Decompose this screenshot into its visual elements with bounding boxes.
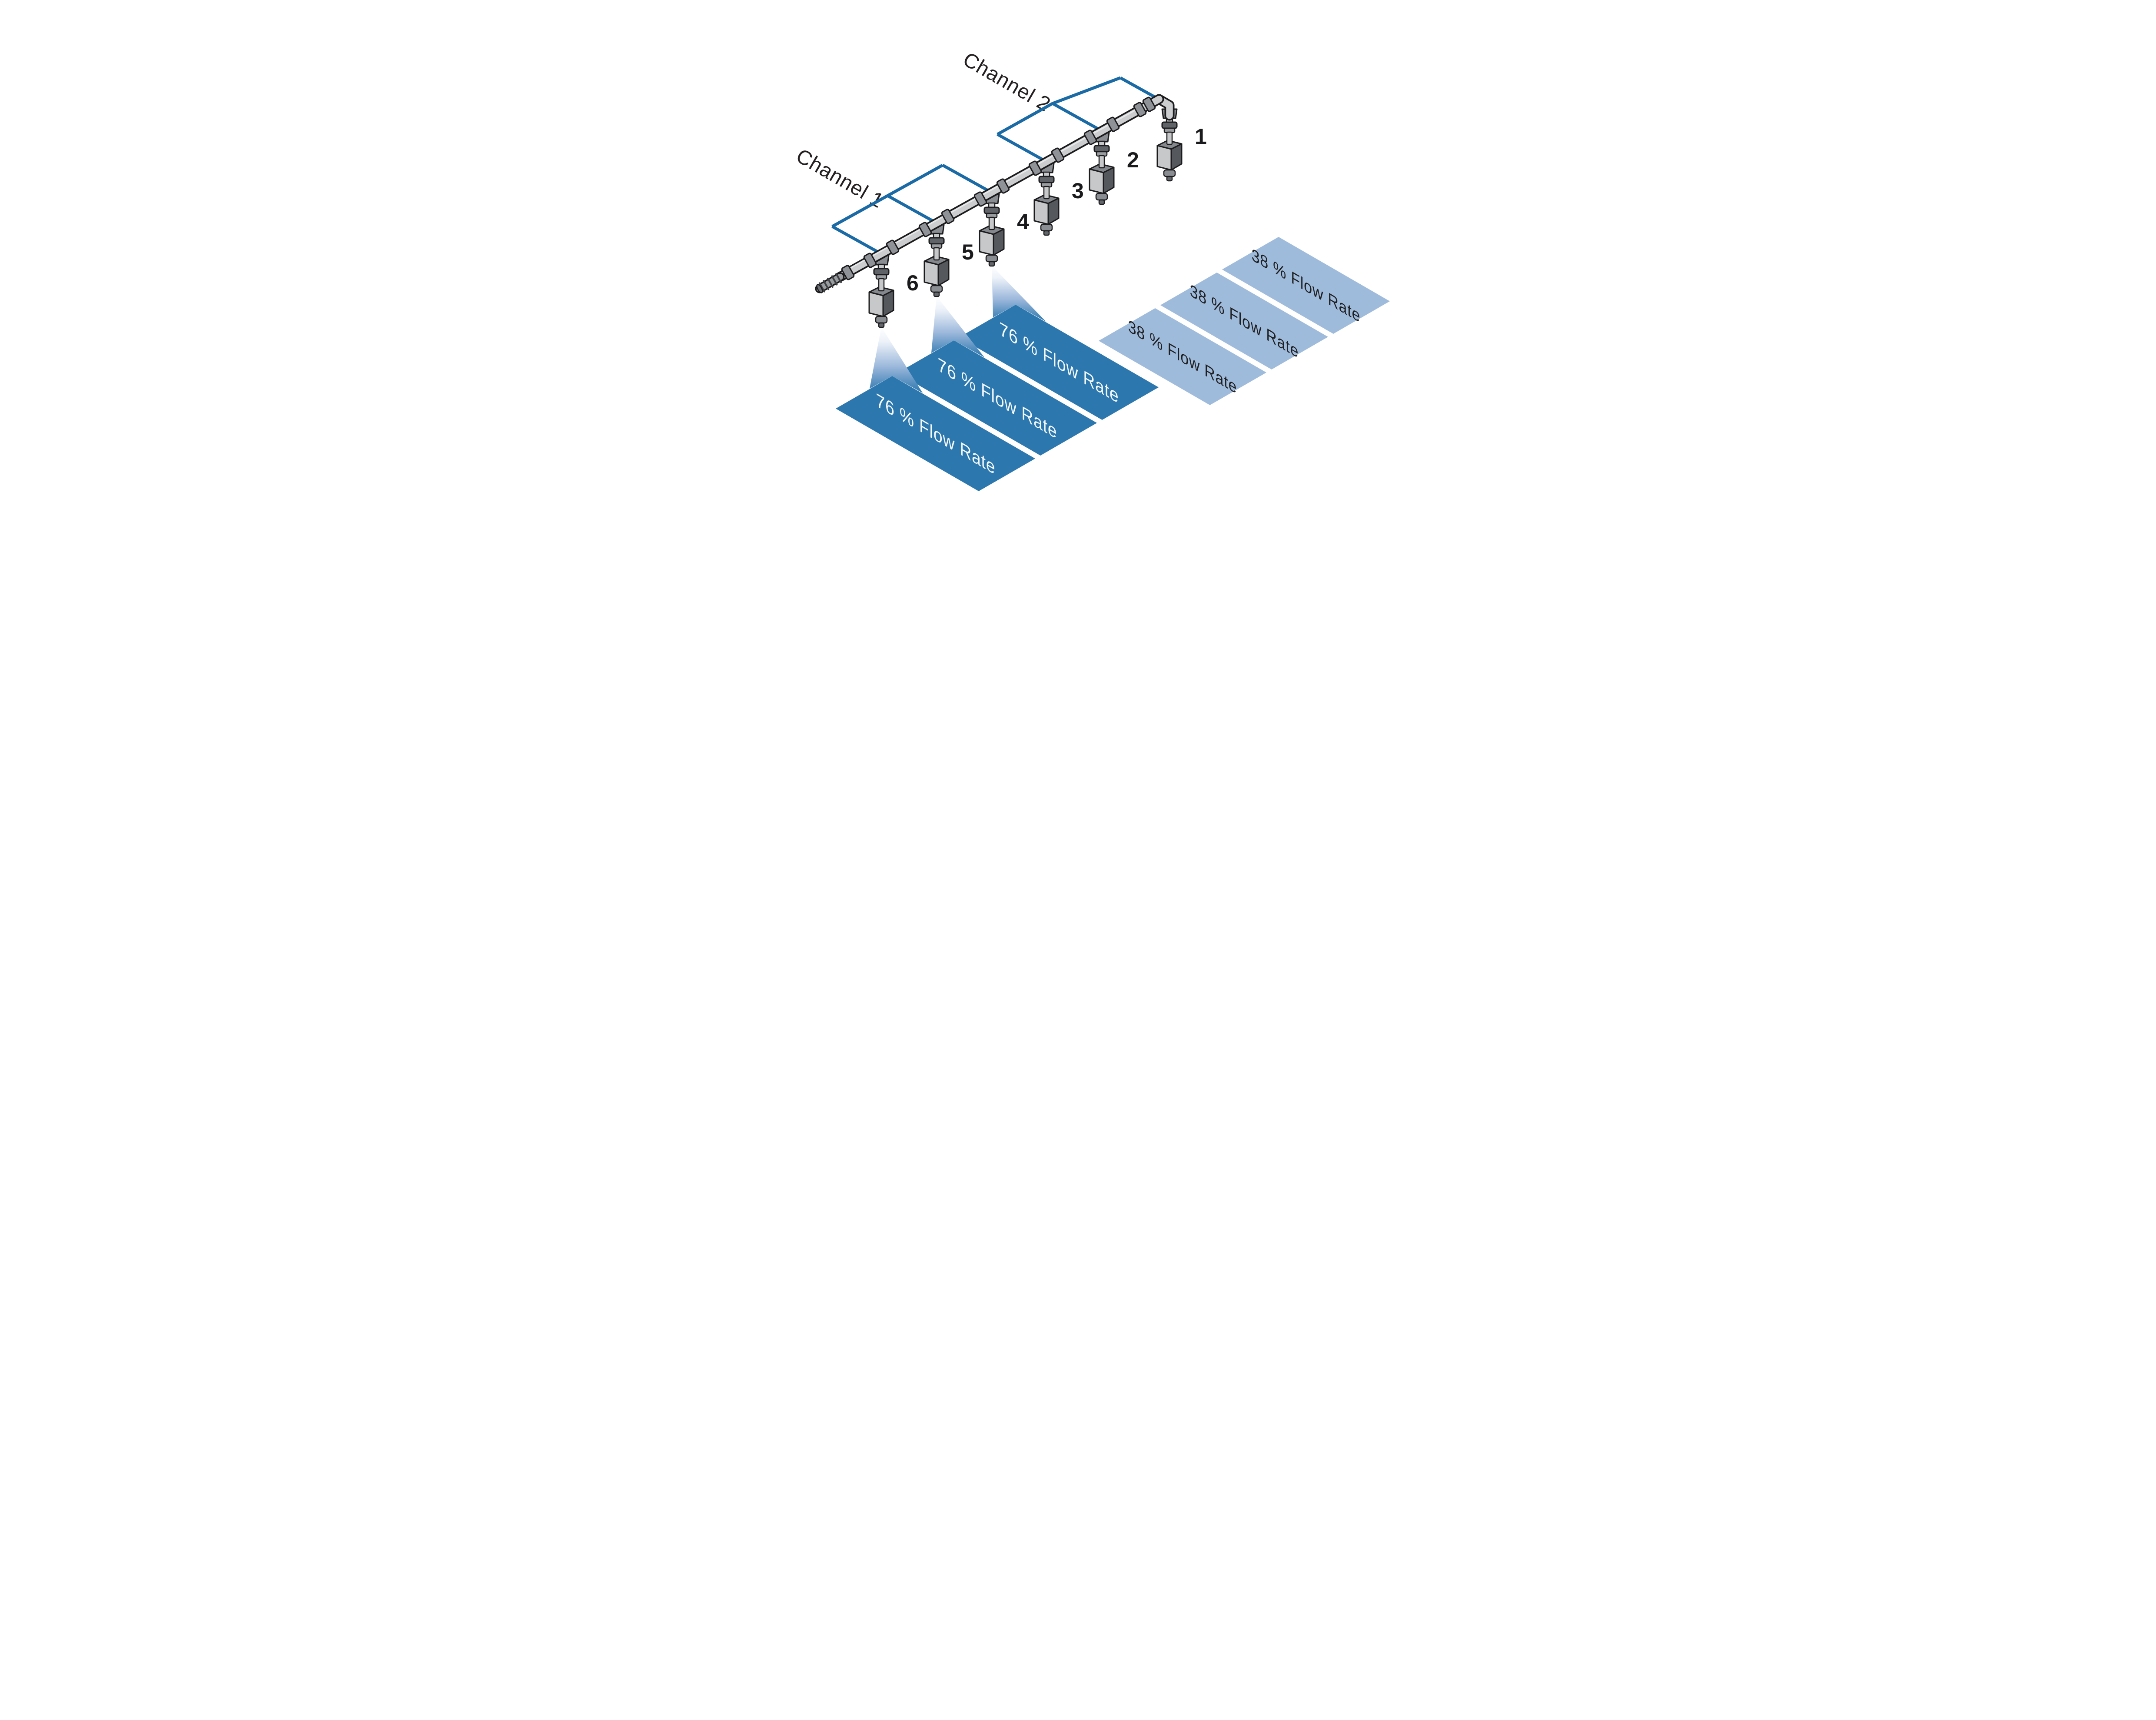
flow-panel-light-3 bbox=[1098, 308, 1266, 405]
nozzle-number-6: 6 bbox=[907, 271, 919, 295]
channel-2-bracket bbox=[996, 76, 1170, 163]
spray-boom-diagram: Channel 1 Channel 2 38 % Flow Rate 38 % … bbox=[737, 0, 1419, 544]
channel-2-label: Channel 2 bbox=[959, 47, 1055, 116]
nozzle-number-3: 3 bbox=[1072, 179, 1084, 203]
nozzle-number-1: 1 bbox=[1195, 124, 1207, 149]
flow-panel-dark-1 bbox=[959, 305, 1159, 420]
spray-fan-nozzle-5 bbox=[931, 296, 984, 357]
pipe-thread-end bbox=[815, 272, 844, 293]
pipe-end-cap bbox=[816, 284, 823, 293]
nozzle-number-2: 2 bbox=[1127, 148, 1139, 172]
flow-panels-channel-2: 38 % Flow Rate 38 % Flow Rate 38 % Flow … bbox=[1098, 237, 1390, 405]
flow-panel-light-2 bbox=[1160, 273, 1328, 369]
spray-fan-nozzle-6 bbox=[869, 327, 923, 393]
nozzle-number-4: 4 bbox=[1017, 210, 1029, 234]
spray-fan-nozzle-4 bbox=[991, 266, 1046, 322]
nozzle-numbers: 1 2 3 4 5 6 bbox=[907, 124, 1207, 295]
diagram-canvas: Channel 1 Channel 2 38 % Flow Rate 38 % … bbox=[737, 0, 1419, 544]
nozzle-number-5: 5 bbox=[962, 240, 974, 264]
flow-panels-channel-1 bbox=[835, 305, 1159, 491]
flow-panel-dark-3 bbox=[835, 376, 1035, 491]
flow-panel-light-1 bbox=[1222, 237, 1390, 334]
thread-ridges bbox=[818, 273, 842, 293]
spray-fans bbox=[869, 266, 1046, 393]
flow-panel-dark-2 bbox=[897, 340, 1097, 456]
channel-1-bracket bbox=[831, 163, 993, 256]
